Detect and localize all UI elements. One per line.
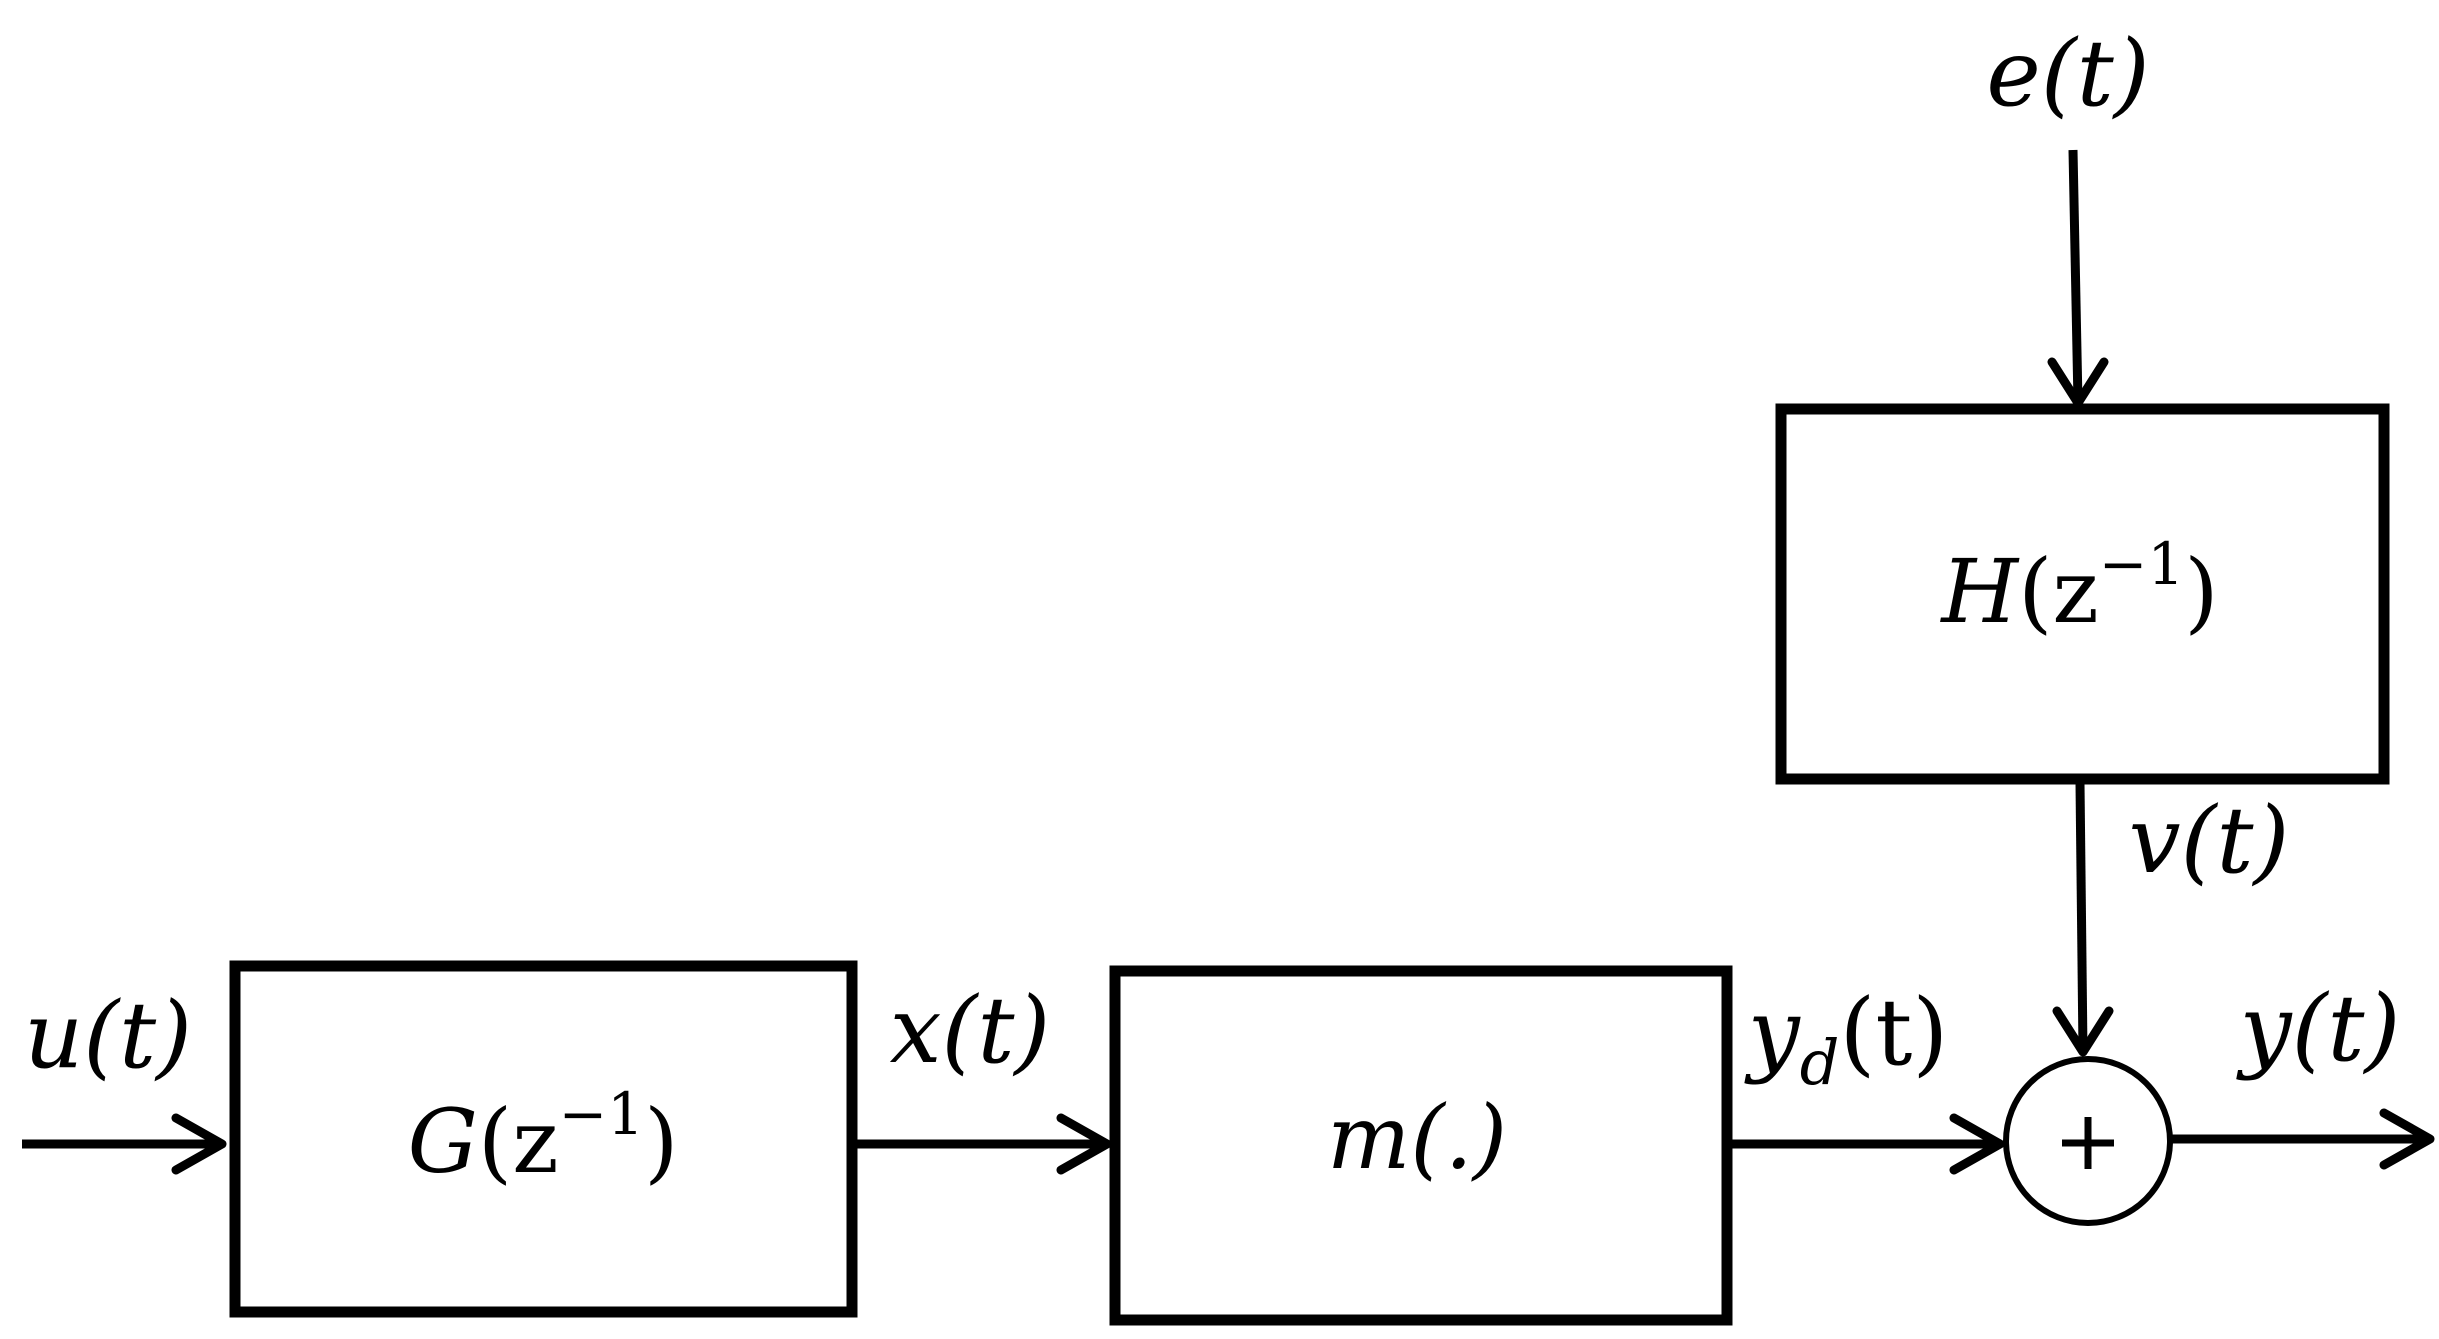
label-e: e(t): [1986, 20, 2149, 127]
label-yd-arg: (t): [1839, 979, 1948, 1086]
block-g-arg-open: (z: [478, 1090, 559, 1193]
block-g-name: G: [408, 1090, 478, 1193]
block-g-frame: [229, 960, 858, 1318]
label-yd-main: y: [1744, 979, 1801, 1086]
label-yd-sub: d: [1800, 1026, 1840, 1099]
arrowhead-e: [2047, 357, 2109, 408]
summing-junction: [2003, 1056, 2173, 1226]
block-h-arg-open: (z: [2018, 540, 2099, 643]
label-u: u(t): [24, 982, 192, 1089]
arrowhead-v: [2052, 1006, 2114, 1057]
block-g: G(z−1): [229, 960, 858, 1318]
wire-v: [2075, 782, 2088, 1053]
block-m-frame: [1109, 965, 1733, 1326]
arrowhead-yd: [1949, 1113, 2005, 1175]
block-h: H(z−1): [1775, 403, 2390, 785]
block-h-exponent: −1: [2099, 530, 2185, 598]
arrowhead-y: [2379, 1108, 2435, 1170]
wire-e: [2068, 149, 2083, 404]
block-g-label: G(z−1): [408, 1080, 679, 1193]
label-v: v(t): [2129, 787, 2290, 894]
label-yd: yd(t): [1744, 979, 1948, 1099]
arrowhead-input-u: [171, 1113, 227, 1175]
arrowhead-x: [1056, 1113, 1112, 1175]
block-g-arg-close: ): [644, 1090, 678, 1193]
block-h-name: H: [1939, 540, 2020, 643]
label-y: y(t): [2236, 975, 2401, 1082]
block-h-frame: [1775, 403, 2390, 785]
label-x: x(t): [890, 977, 1051, 1084]
block-g-exponent: −1: [559, 1080, 645, 1148]
block-m: m(.): [1109, 965, 1733, 1326]
block-m-label: m(.): [1327, 1086, 1507, 1189]
block-h-label: H(z−1): [1939, 530, 2218, 643]
block-h-arg-close: ): [2184, 540, 2218, 643]
